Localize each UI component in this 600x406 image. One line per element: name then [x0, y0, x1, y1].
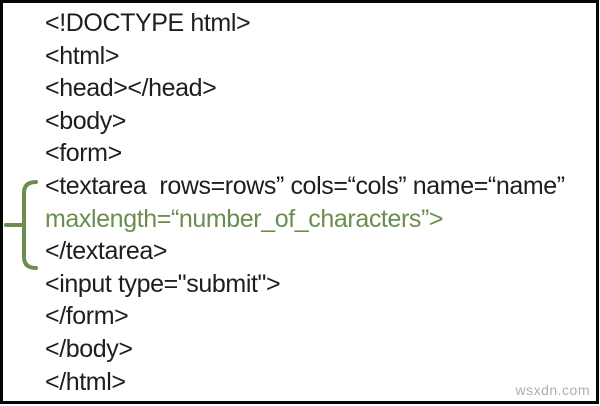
code-line: <!DOCTYPE html> — [45, 9, 251, 37]
code-line-maxlength-highlighted: maxlength=“number_of_characters”> — [45, 204, 444, 233]
code-line: </html> — [45, 367, 126, 396]
code-block: <!DOCTYPE html> <html> <head></head> <bo… — [45, 7, 597, 398]
code-line: <html> — [45, 41, 120, 70]
code-line: <form> — [45, 139, 122, 168]
watermark-text: wsxdn.com — [515, 382, 590, 398]
left-brace-icon — [4, 180, 38, 270]
code-line: <body> — [45, 106, 127, 135]
code-line: </form> — [45, 302, 129, 331]
code-line: </body> — [45, 334, 133, 363]
code-line: <input type="submit"> — [45, 269, 281, 298]
code-line: <head></head> — [45, 74, 217, 103]
code-line-textarea-open: <textarea rows=rows” cols=“cols” name=“n… — [45, 171, 565, 200]
code-line-textarea-close: </textarea> — [45, 237, 168, 266]
